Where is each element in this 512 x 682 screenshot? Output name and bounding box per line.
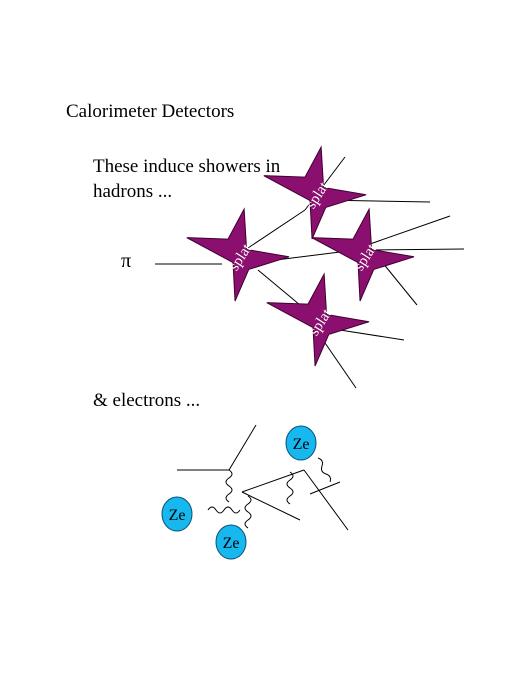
page-title: Calorimeter Detectors <box>66 101 235 122</box>
electron-track-lines <box>177 424 349 531</box>
photon-lines <box>207 457 331 529</box>
ze-nucleus-1: Ze <box>285 425 317 461</box>
hadrons-text-line-2: hadrons ... <box>93 181 173 202</box>
ze-nucleus-3: Ze <box>215 524 247 560</box>
electrons-text: & electrons ... <box>93 390 201 411</box>
splat-1: splat <box>182 201 297 309</box>
ze-nucleus-2: Ze <box>161 496 193 532</box>
hadrons-text-line-1: These induce showers in <box>93 156 281 177</box>
svg-text:Ze: Ze <box>169 507 186 524</box>
svg-text:Ze: Ze <box>293 436 310 453</box>
svg-text:Ze: Ze <box>223 535 240 552</box>
pi-label: π <box>121 250 132 272</box>
splat-2: splat <box>259 139 374 247</box>
